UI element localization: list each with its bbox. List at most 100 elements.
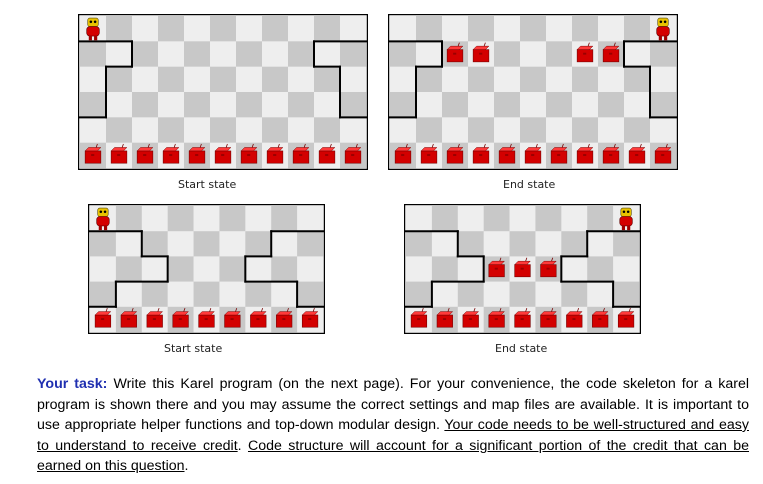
grid-cell — [167, 231, 194, 257]
grid-cell — [390, 117, 417, 143]
beeper-icon — [94, 308, 112, 328]
grid-cell — [193, 231, 220, 257]
grid-cell — [468, 117, 495, 143]
beeper-icon — [162, 143, 180, 164]
grid-cell — [431, 231, 459, 257]
grid-cell — [245, 281, 272, 308]
caption-bottom-end: End state — [495, 342, 548, 355]
beeper-icon — [654, 143, 672, 164]
grid-cell — [535, 231, 562, 257]
beeper-icon — [420, 143, 438, 164]
grid-cell — [572, 92, 599, 118]
beeper-icon — [472, 42, 490, 63]
grid-cell — [624, 117, 651, 143]
grid-cell — [132, 41, 159, 67]
grid-cell — [193, 256, 220, 282]
grid-cell — [297, 281, 324, 308]
grid-cell — [132, 66, 159, 93]
grid-cell — [158, 117, 185, 143]
grid-cell — [271, 206, 298, 232]
grid-cell — [509, 281, 536, 308]
task-end: . — [184, 458, 189, 474]
beeper-icon — [498, 143, 516, 164]
grid-cell — [106, 16, 133, 42]
grid-cell — [115, 281, 143, 308]
grid-cell — [587, 256, 614, 282]
grid-cell — [650, 117, 677, 143]
grid-cell — [650, 66, 677, 93]
grid-cell — [494, 41, 521, 67]
grid-cell — [406, 206, 433, 232]
grid-cell — [572, 117, 599, 143]
grid-cell — [561, 281, 588, 308]
grid-cell — [314, 92, 341, 118]
grid-cell — [210, 41, 237, 67]
grid-cell — [141, 281, 168, 308]
grid-cell — [288, 41, 315, 67]
beeper-icon — [136, 143, 154, 164]
beeper-icon — [344, 143, 362, 164]
karel-robot-icon — [96, 207, 110, 231]
grid-cell — [572, 16, 599, 42]
grid-cell — [236, 117, 263, 143]
grid-cell — [167, 206, 194, 232]
grid-cell — [520, 41, 547, 67]
grid-cell — [184, 92, 211, 118]
world-grid — [388, 14, 678, 170]
grid-cell — [288, 117, 315, 143]
beeper-icon — [172, 308, 190, 328]
beeper-icon — [472, 143, 490, 164]
beeper-icon — [514, 308, 531, 328]
world-grid — [78, 14, 368, 170]
grid-cell — [219, 256, 246, 282]
grid-cell — [158, 66, 185, 93]
grid-cell — [561, 206, 588, 232]
grid-cell — [106, 117, 133, 143]
grid-cell — [236, 41, 263, 67]
task-label: Your task: — [37, 376, 108, 392]
grid-cell — [158, 16, 185, 42]
beeper-icon — [120, 308, 138, 328]
karel-world-top-end — [388, 14, 678, 170]
grid-cell — [314, 16, 341, 42]
grid-cell — [297, 206, 324, 232]
grid-cell — [193, 206, 220, 232]
grid-cell — [106, 41, 133, 67]
beeper-icon — [602, 143, 620, 164]
grid-cell — [561, 256, 588, 282]
grid-cell — [624, 41, 651, 67]
grid-cell — [509, 231, 536, 257]
grid-cell — [236, 16, 263, 42]
grid-cell — [210, 16, 237, 42]
grid-cell — [297, 256, 324, 282]
grid-cell — [80, 41, 107, 67]
grid-cell — [184, 117, 211, 143]
grid-cell — [314, 66, 341, 93]
grid-cell — [262, 92, 289, 118]
grid-cell — [184, 66, 211, 93]
grid-cell — [494, 66, 521, 93]
beeper-icon — [591, 308, 609, 328]
beeper-icon — [394, 143, 412, 164]
grid-cell — [416, 16, 443, 42]
grid-cell — [245, 231, 272, 257]
grid-cell — [587, 281, 614, 308]
beeper-icon — [214, 143, 232, 164]
grid-cell — [416, 66, 443, 93]
grid-cell — [535, 206, 562, 232]
grid-cell — [158, 41, 185, 67]
grid-cell — [184, 41, 211, 67]
grid-cell — [442, 92, 469, 118]
grid-cell — [132, 92, 159, 118]
grid-cell — [390, 16, 417, 42]
grid-cell — [141, 256, 168, 282]
grid-cell — [483, 206, 510, 232]
grid-cell — [210, 92, 237, 118]
beeper-icon — [488, 257, 506, 278]
grid-cell — [598, 66, 625, 93]
beeper-icon — [188, 143, 206, 164]
grid-cell — [483, 231, 510, 257]
beeper-icon — [462, 308, 480, 328]
grid-cell — [561, 231, 588, 257]
grid-cell — [271, 256, 298, 282]
